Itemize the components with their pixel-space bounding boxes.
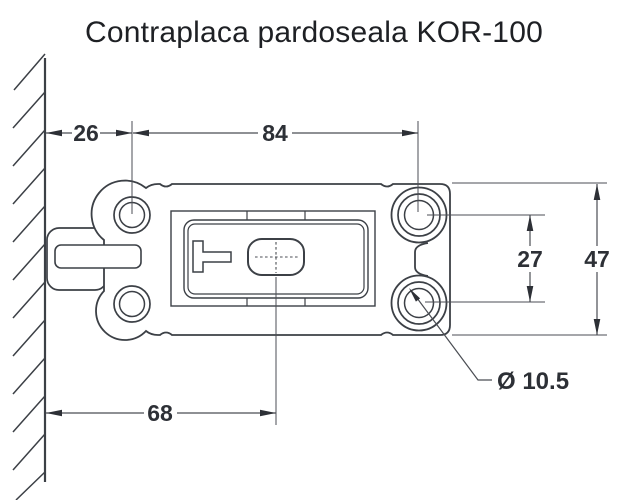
dim-68-arrow-left [46, 409, 62, 417]
dim-27-arrow-top [526, 215, 534, 231]
dim-84-arrow-right [402, 129, 418, 137]
leader-arrow [409, 288, 421, 302]
dim-26-label: 26 [73, 120, 99, 146]
recess-ticks [246, 211, 306, 306]
dim-26-arrow-left [46, 129, 62, 137]
screw-holes [113, 193, 441, 325]
dimension-27: 27 [514, 215, 546, 302]
dim-27-label: 27 [517, 246, 543, 272]
wall-hatching [12, 53, 46, 500]
drawing-title: Contraplaca pardoseala KOR-100 [85, 16, 543, 49]
wall [12, 53, 47, 500]
dim-84-label: 84 [262, 120, 288, 146]
t-key [192, 240, 232, 273]
leader-line [413, 293, 492, 381]
dim-27-arrow-bottom [526, 286, 534, 302]
recess-outer [170, 210, 376, 307]
dim-84-arrow-left [133, 129, 149, 137]
dim-26-text-bg [72, 121, 100, 144]
tab-slot [54, 244, 142, 269]
dim-27-text-bg [514, 246, 546, 272]
dim-47-label: 47 [584, 246, 610, 272]
dim-68-text-bg [144, 401, 177, 424]
extension-lines [131, 121, 607, 425]
dimension-68: 68 [46, 400, 276, 426]
barrel-centerlines [255, 242, 299, 273]
dimension-26: 26 [46, 120, 132, 146]
dim-68-arrow-right [260, 409, 276, 417]
dimension-84: 84 [133, 120, 418, 146]
dim-26-arrow-right [116, 129, 132, 137]
dim-47-arrow-bottom [593, 319, 601, 335]
hole-diameter-callout: Ø 10.5 [409, 288, 569, 395]
dim-84-text-bg [258, 121, 292, 144]
right-lobe-neck [414, 242, 429, 277]
dim-68-label: 68 [147, 400, 173, 426]
hole-diameter-label: Ø 10.5 [497, 368, 569, 395]
hole-bottom-right [403, 287, 435, 319]
hole-bottom-left [118, 290, 146, 318]
dim-47-text-bg [581, 246, 613, 272]
dim-47-arrow-top [593, 184, 601, 200]
dimension-47: 47 [581, 184, 613, 335]
